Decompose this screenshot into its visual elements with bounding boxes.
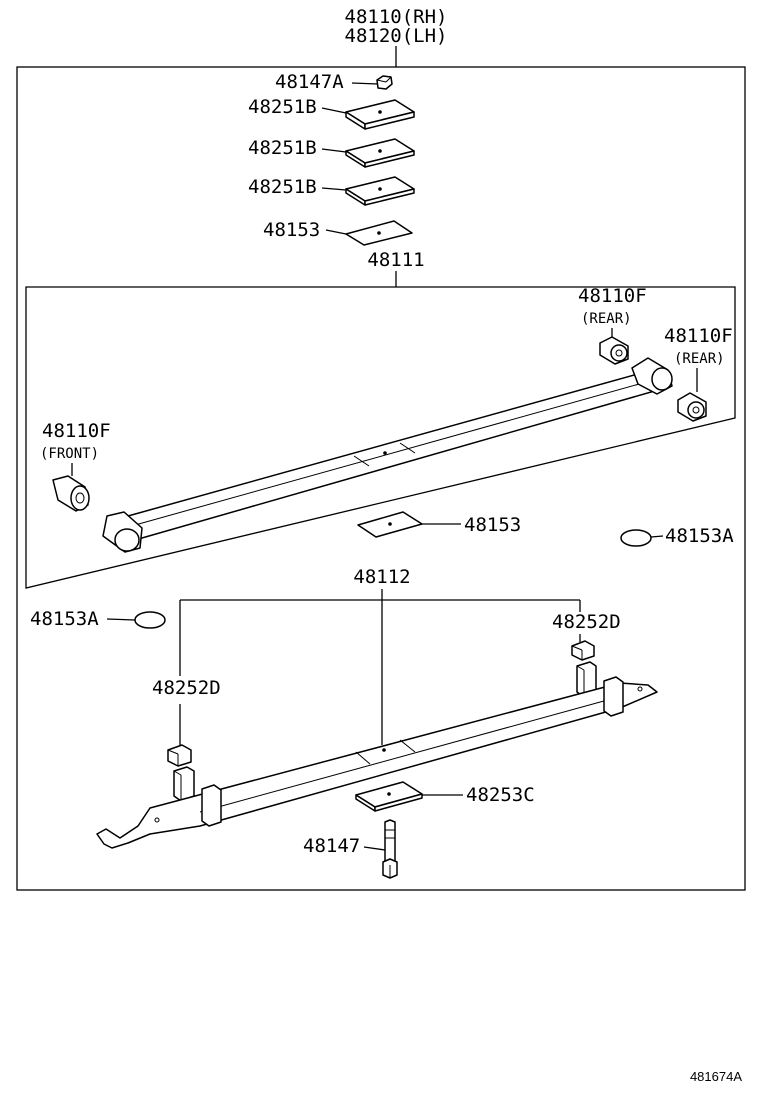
label-clip-right: 48252D [552,611,621,633]
label-disc-right: 48153A [665,525,734,547]
leader-disc-right [650,535,664,538]
assembly-frame [16,66,746,891]
clip-right-part [571,640,597,698]
label-bushing-rear-1: 48110F [578,285,647,307]
label-spring-no2: 48112 [353,566,410,588]
leader-spring-no2 [179,589,581,745]
label-bolt: 48147 [303,835,360,857]
seat-top-part [345,220,413,246]
label-nut: 48147A [275,71,344,93]
bolt-part [382,819,398,879]
leader-pad-1 [321,107,347,114]
assembly-rh-label: 48110(RH) [345,6,448,28]
bushing-front-part [52,475,90,512]
label-pad-1: 48251B [248,96,317,118]
figure-reference: 481674A [690,1069,742,1084]
seat-mid-part [357,511,423,538]
leader-pad-2 [321,148,347,153]
label-bushing-front: 48110F [42,420,111,442]
bushing-rear-1-part [599,336,629,365]
leader-bolt [363,846,386,851]
clip-left-part [167,744,195,802]
label-bushing-rear-2: 48110F [664,325,733,347]
nut-part [376,75,393,90]
pad-3-part [345,176,415,206]
label-bushing-rear-1-note: (REAR) [581,311,632,327]
label-seat-mid: 48153 [464,514,521,536]
spring-no1-subframe [25,286,736,589]
assembly-lh-label: 48120(LH) [345,25,448,47]
label-disc-left: 48153A [30,608,99,630]
label-pad-2: 48251B [248,137,317,159]
pad-1-part [345,99,415,130]
leader-nut [351,82,379,85]
label-seat-bottom: 48253C [466,784,535,806]
disc-right-part [620,529,652,547]
label-seat-top: 48153 [263,219,320,241]
pad-2-part [345,138,415,168]
leader-seat-top [325,229,347,235]
label-bushing-front-note: (FRONT) [40,446,99,462]
spring-no1-part [102,357,673,553]
leader-pad-3 [321,187,347,191]
seat-bottom-part [355,781,423,812]
label-pad-3: 48251B [248,176,317,198]
label-clip-left: 48252D [152,677,221,699]
label-spring-no1: 48111 [367,249,424,271]
disc-left-part [134,611,166,629]
bushing-rear-2-part [677,392,707,422]
label-bushing-rear-2-note: (REAR) [674,351,725,367]
leader-disc-left [106,618,136,621]
spring-no2-part [96,676,658,849]
